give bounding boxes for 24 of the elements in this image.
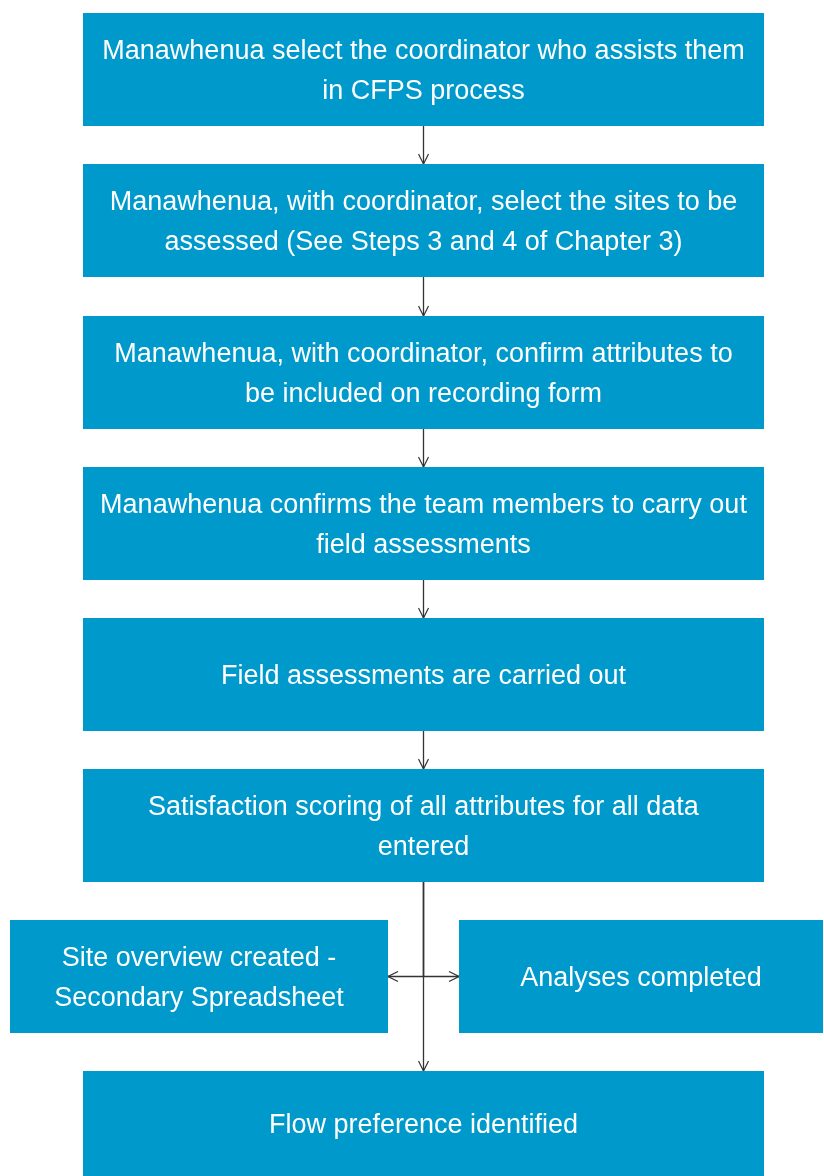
step-text: Manawhenua, with coordinator, select the sites to be assessed (See Steps 3 and 4 of Chapter 3): [108, 184, 739, 258]
step-text: Site overview created - Secondary Spreadsheet: [53, 940, 345, 1014]
process-box: [83, 769, 764, 882]
process-box: [83, 467, 764, 580]
arrow: [417, 730, 430, 770]
arrow: [417, 276, 430, 317]
step-text: Analyses completed: [520, 960, 762, 994]
step-text: Flow preference identified: [268, 1107, 579, 1141]
step-text: Field assessments are carried out: [220, 658, 627, 692]
process-box: [83, 1071, 764, 1176]
arrow: [417, 125, 430, 165]
arrow: [417, 881, 430, 1072]
arrow: [417, 428, 430, 468]
step-text: Manawhenua select the coordinator who assists them in CFPS process: [101, 33, 746, 107]
step-text: Satisfaction scoring of all attributes for all data entered: [147, 789, 700, 863]
process-box: [459, 920, 823, 1033]
process-box: [83, 13, 764, 126]
step-text: Manawhenua, with coordinator, confirm attributes to be included on recording form: [113, 336, 734, 410]
process-box: [10, 920, 388, 1033]
process-box: [83, 618, 764, 731]
process-box: [83, 316, 764, 429]
step-text: Manawhenua confirms the team members to carry out field assessments: [99, 487, 748, 561]
arrow: [417, 579, 430, 619]
process-box: [83, 164, 764, 277]
